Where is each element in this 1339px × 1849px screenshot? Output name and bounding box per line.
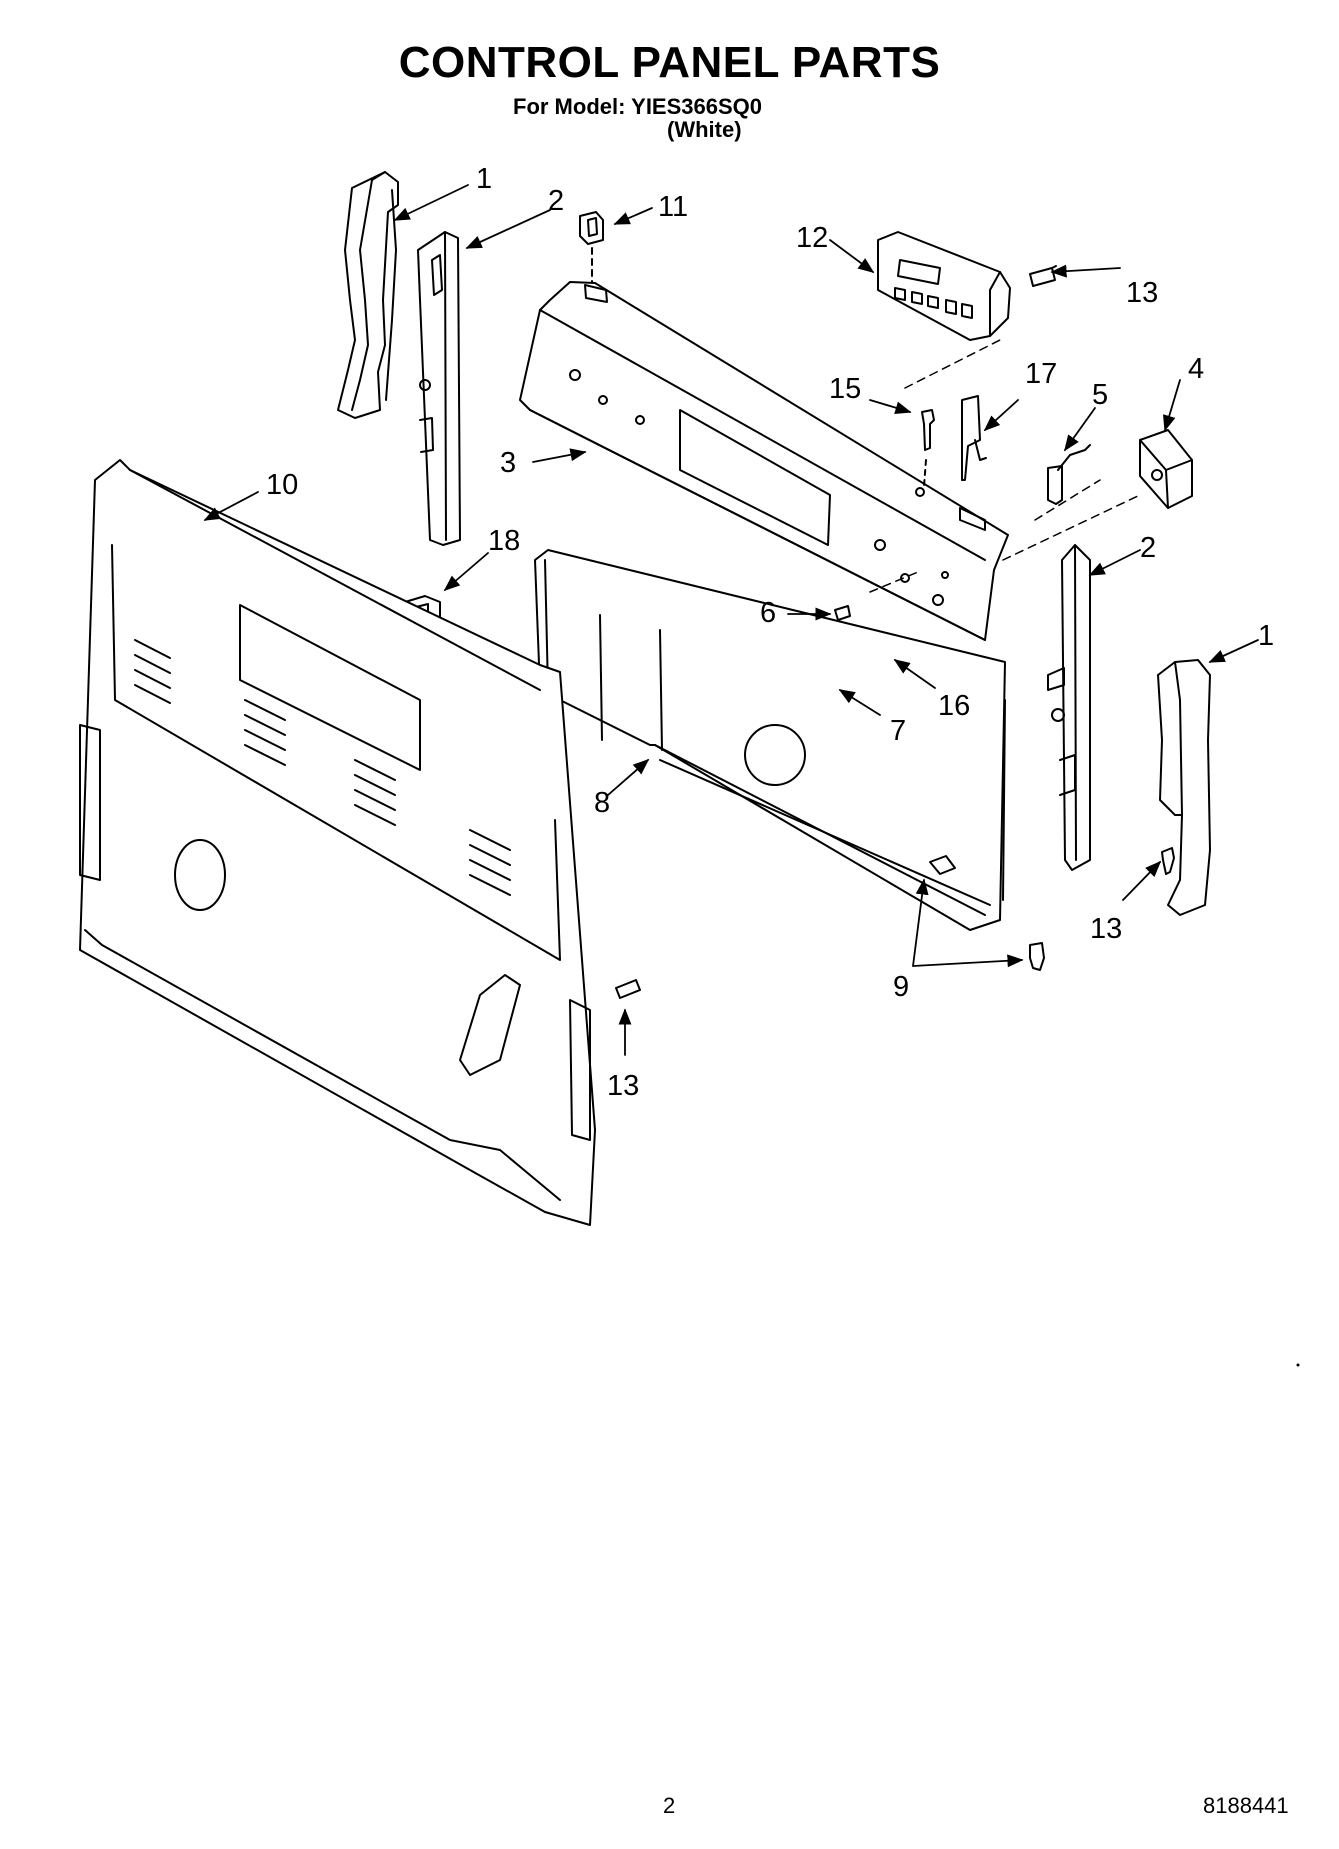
callout-label: 13: [607, 1070, 639, 1102]
callout-label: 13: [1090, 913, 1122, 945]
callout-label: 17: [1025, 358, 1057, 390]
part-17: [961, 395, 987, 481]
callout-label: 3: [500, 447, 516, 479]
callout-label: 5: [1092, 379, 1108, 411]
model-line: For Model: YIES366SQ0: [513, 94, 763, 119]
color-line: (White): [667, 117, 742, 142]
callout-label: 9: [893, 971, 909, 1003]
callout-label: 2: [1140, 532, 1156, 564]
document-number: 8188441: [1203, 1793, 1289, 1818]
part-5: [1047, 444, 1091, 505]
callout-label: 12: [796, 222, 828, 254]
part-13-screw-bottom: [615, 979, 641, 999]
callout-label: 1: [476, 163, 492, 195]
part-13-screw-right: [1161, 847, 1175, 875]
page-number: 2: [663, 1793, 676, 1818]
callout-arrows: [203, 184, 1259, 1056]
callout-label: 6: [760, 597, 776, 629]
part-end-cap-left: [337, 171, 399, 419]
callout-label: 8: [594, 787, 610, 819]
callout-label: 16: [938, 690, 970, 722]
part-11: [579, 211, 604, 285]
part-15: [921, 409, 935, 487]
margin-dot: [1296, 1363, 1300, 1367]
part-12-display: [877, 231, 1011, 341]
part-9-screw-1: [929, 855, 956, 875]
part-side-bracket-left: [417, 231, 461, 546]
part-3-control-panel: [519, 281, 1009, 641]
callout-labels: 1 2 11 12 13 15 17 5 4 3 10 18 2 1 6 16 …: [266, 163, 1274, 1102]
part-8-lower-panel: [534, 549, 1006, 931]
part-10-rear-panel: [79, 459, 596, 1226]
part-4: [1139, 429, 1193, 509]
part-9-screw-2: [1029, 942, 1045, 971]
callout-label: 7: [890, 715, 906, 747]
callout-label: 2: [548, 185, 564, 217]
callout-label: 15: [829, 373, 861, 405]
callout-label: 13: [1126, 277, 1158, 309]
callout-label: 18: [488, 525, 520, 557]
part-13-screw-display: [1029, 265, 1057, 287]
part-end-cap-right: [1157, 659, 1211, 916]
callout-label: 4: [1188, 353, 1204, 385]
part-side-bracket-right: [1047, 544, 1091, 871]
page-title: CONTROL PANEL PARTS: [398, 38, 941, 87]
callout-label: 1: [1258, 620, 1274, 652]
part-6: [834, 605, 851, 621]
callout-label: 11: [658, 191, 688, 223]
callout-label: 10: [266, 469, 298, 501]
